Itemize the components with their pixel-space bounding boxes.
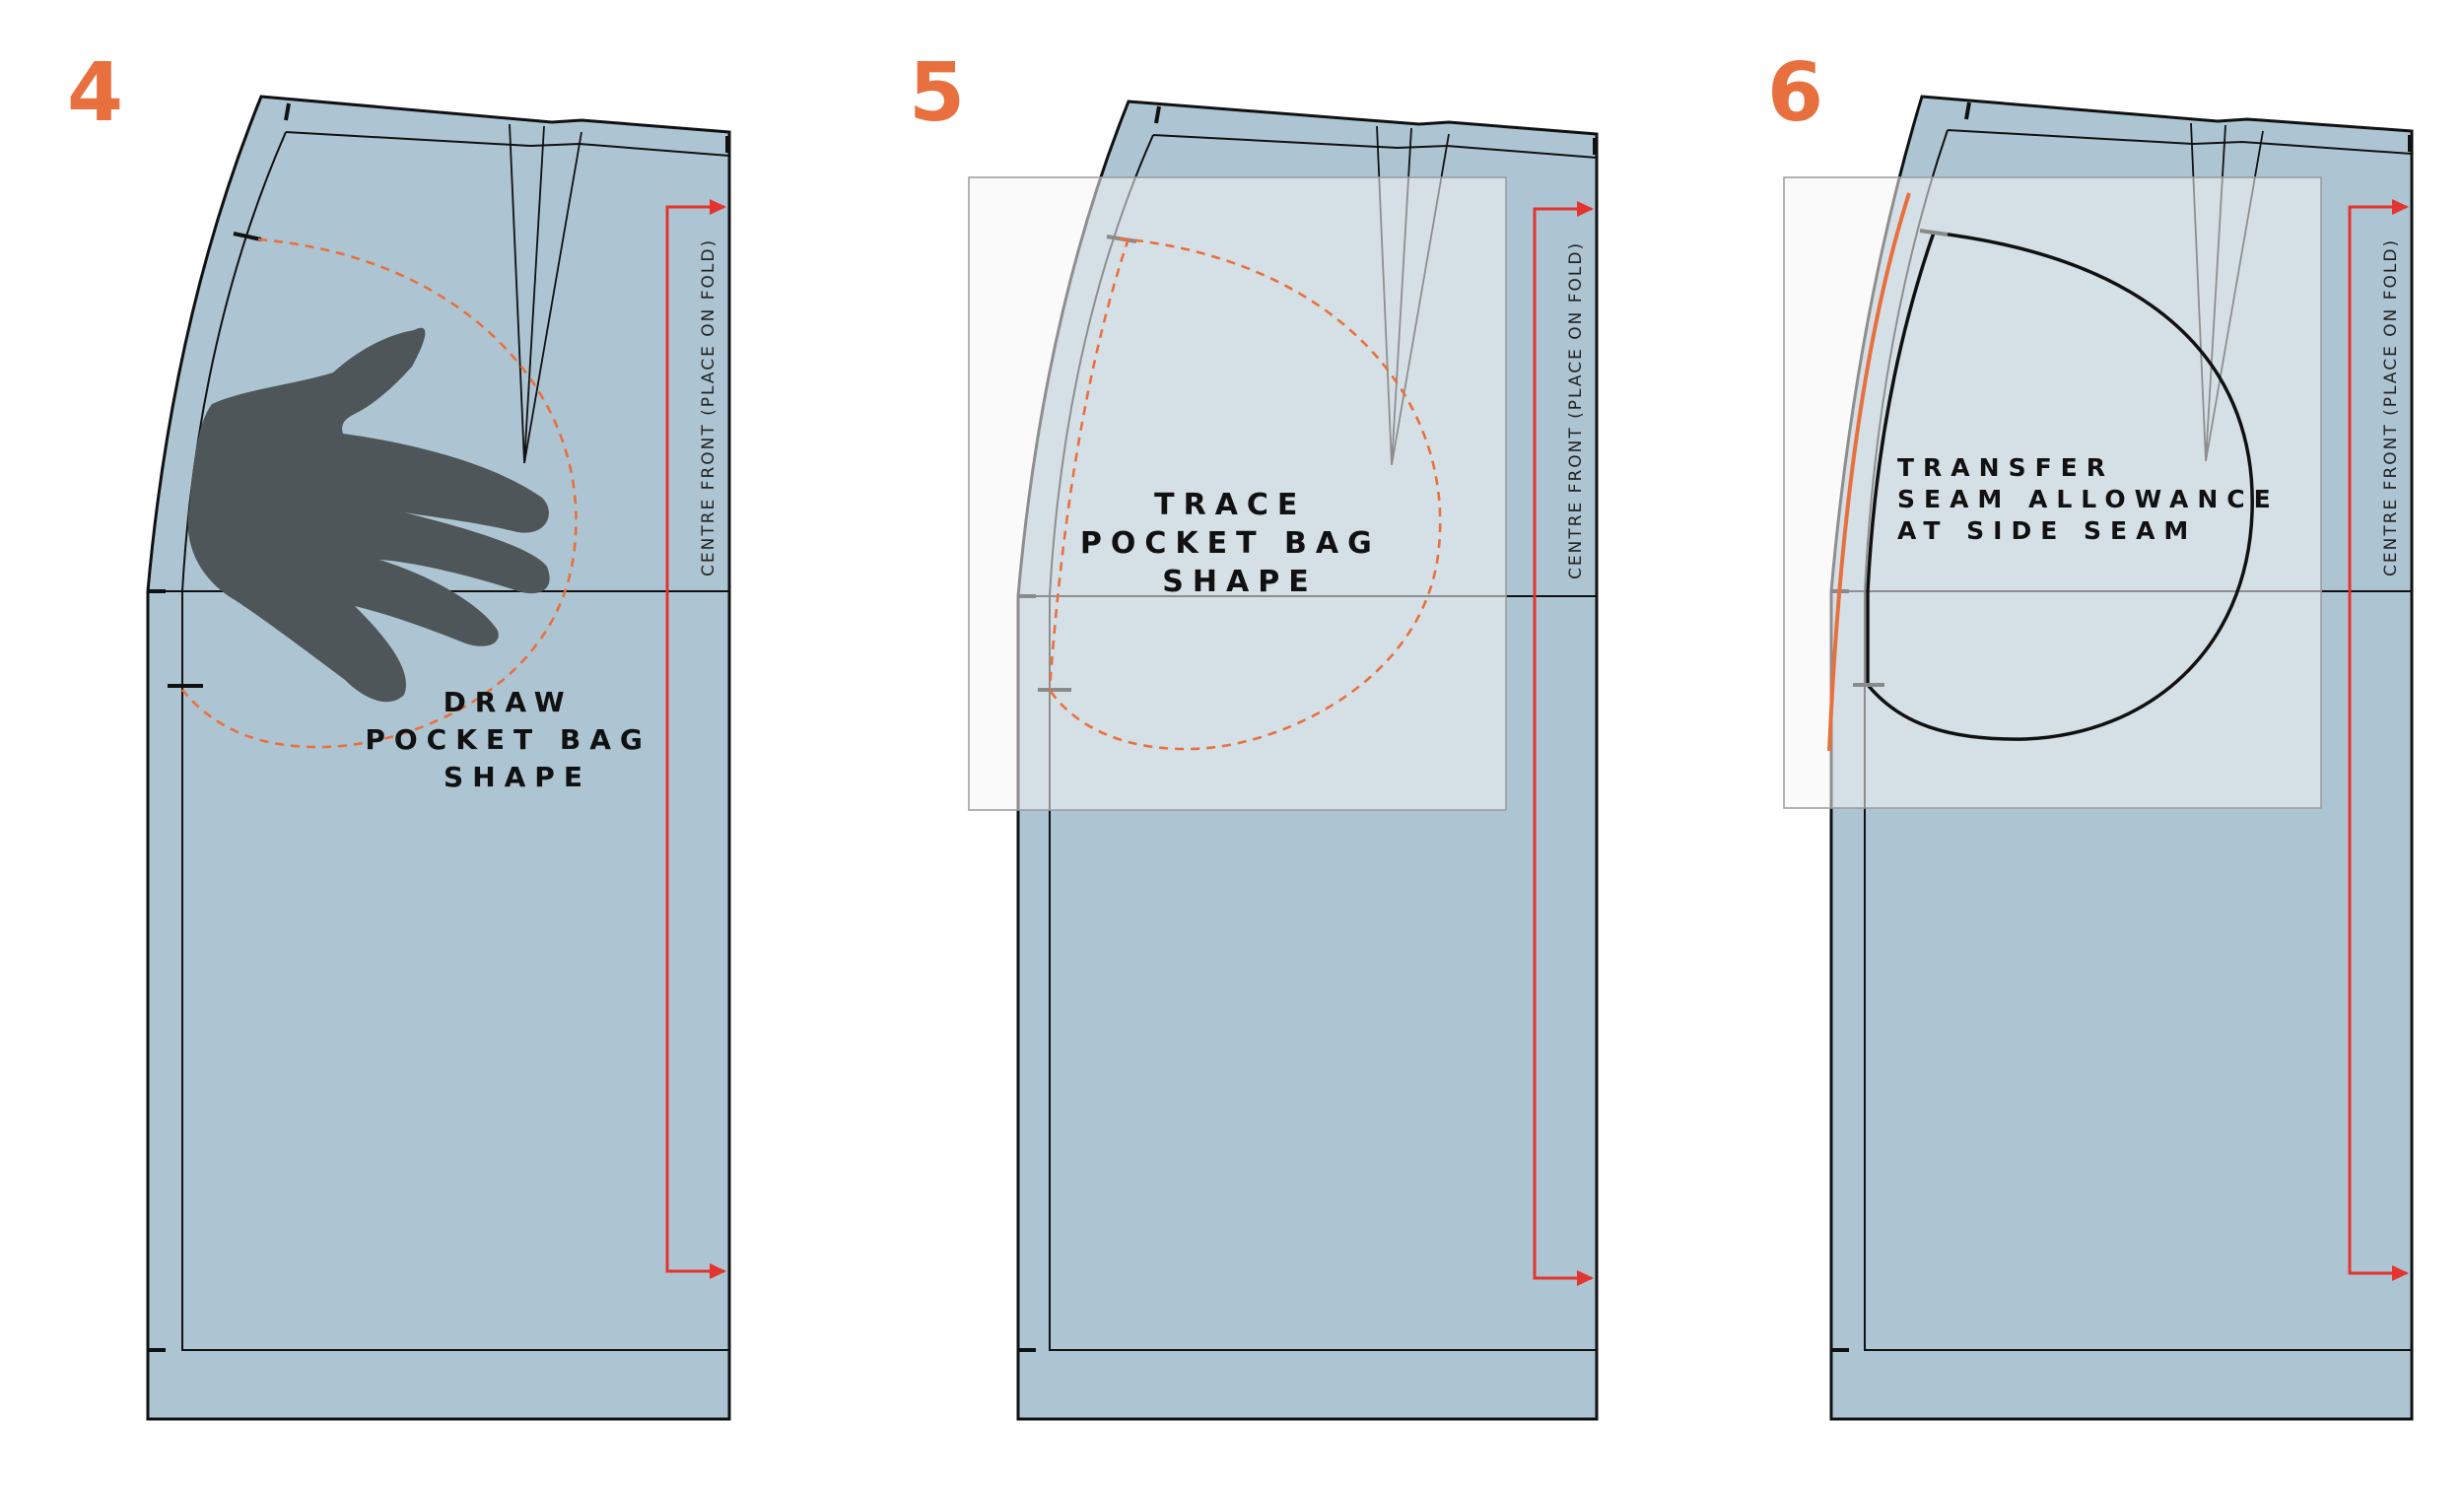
- step-5-instruction: TRACE POCKET BAG SHAPE: [1080, 488, 1400, 599]
- step-5-panel: 5 CENTRE FRONT (PLACE ON FOLD) TRACE POC…: [909, 46, 1599, 1421]
- step-6-instruction: TRANSFER SEAM ALLOWANCE AT SIDE SEAM: [1897, 453, 2296, 545]
- instruction-line-1: TRANSFER: [1897, 453, 2114, 482]
- pocket-bag-outline: [1866, 231, 2254, 741]
- tracing-paper: [968, 176, 1507, 811]
- hand-icon: [187, 327, 550, 703]
- instruction-line-2: POCKET BAG: [1080, 526, 1381, 561]
- grainline-arrow-icon: [2348, 199, 2409, 1281]
- pocket-notches: [1853, 229, 1949, 687]
- tracing-paper: [1783, 176, 2322, 809]
- seam-line: [181, 131, 730, 1351]
- centre-front-label: CENTRE FRONT (PLACE ON FOLD): [1566, 241, 1586, 579]
- seam-allowance-line: [1827, 192, 1911, 752]
- instruction-line-1: TRACE: [1154, 488, 1306, 522]
- notches: [148, 102, 729, 1352]
- step-4-panel: 4 CENTRE FRONT (PLACE ON FOLD): [67, 46, 731, 1421]
- step-4-instruction: DRAW POCKET BAG SHAPE: [365, 686, 669, 793]
- pocket-bag-dashed-line: [1048, 237, 1442, 751]
- centre-front-label: CENTRE FRONT (PLACE ON FOLD): [2381, 238, 2401, 576]
- step-5-number: 5: [909, 46, 965, 140]
- notches: [1018, 105, 1597, 1352]
- step-4-number: 4: [67, 46, 123, 140]
- instruction-line-2: POCKET BAG: [365, 723, 651, 756]
- grainline-arrow-icon: [1533, 201, 1594, 1286]
- pocket-bag-dashed-line: [181, 237, 578, 749]
- instruction-line-3: SHAPE: [1162, 565, 1317, 599]
- step-6-number: 6: [1767, 46, 1823, 140]
- dart: [509, 123, 582, 464]
- grainline-arrow-icon: [665, 199, 726, 1279]
- instruction-line-3: SHAPE: [444, 761, 591, 793]
- instruction-line-2: SEAM ALLOWANCE: [1897, 485, 2280, 513]
- traced-side-seam: [1048, 237, 1130, 691]
- step-6-panel: 6 CENTRE FRONT (PLACE ON FOLD) TRAN: [1767, 46, 2414, 1421]
- centre-front-label: CENTRE FRONT (PLACE ON FOLD): [699, 238, 719, 576]
- instruction-line-3: AT SIDE SEAM: [1897, 516, 2197, 545]
- instruction-line-1: DRAW: [444, 686, 574, 718]
- notches: [1831, 101, 2412, 1352]
